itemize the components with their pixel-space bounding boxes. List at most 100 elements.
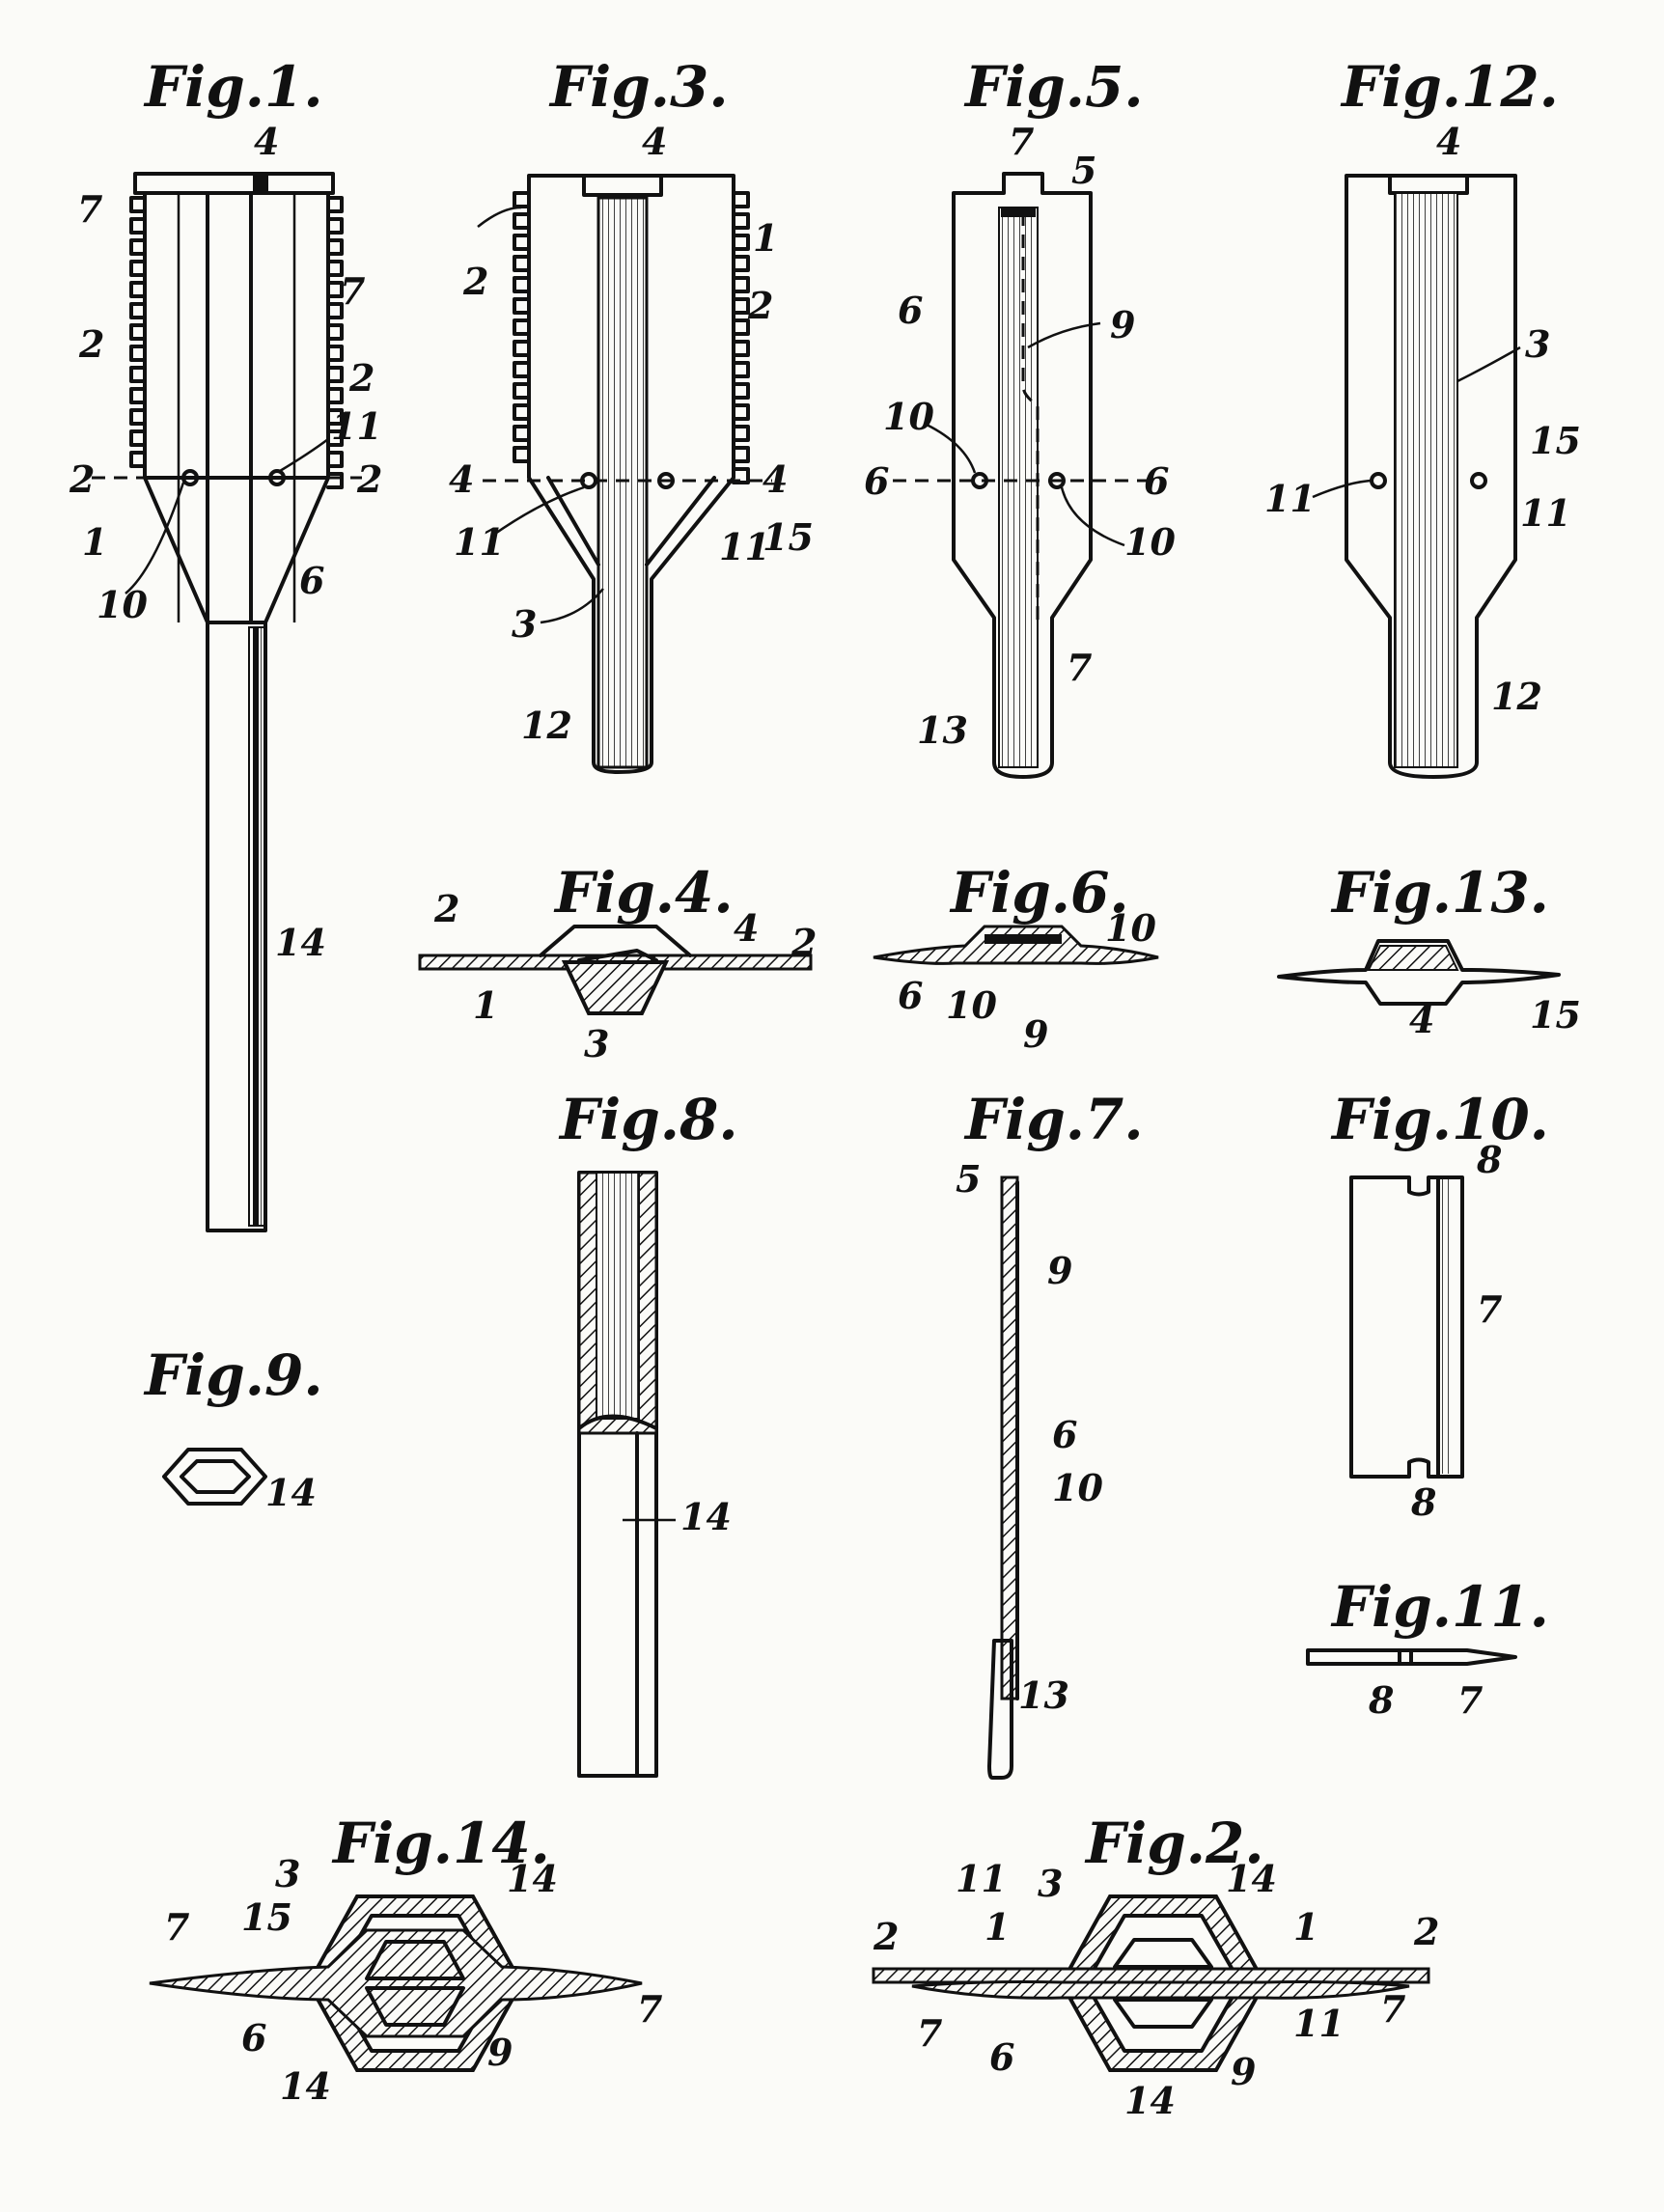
fig3-label-4: 4	[642, 120, 667, 163]
fig10-label-8b: 8	[1410, 1480, 1436, 1524]
fig6-label-9: 9	[1023, 1012, 1048, 1056]
fig7-label-9: 9	[1047, 1249, 1072, 1292]
fig6-title: Fig.6.	[949, 860, 1129, 926]
figure-10: Fig.10. 8 7 8	[1330, 1087, 1549, 1524]
fig13-title: Fig.13.	[1330, 860, 1549, 926]
fig13-label-15: 15	[1530, 993, 1581, 1037]
figure-14: Fig.14. 3 14 15 7 7 6 9 14	[150, 1811, 662, 2108]
fig3-label-15: 15	[763, 515, 814, 559]
fig5-label-5: 5	[1071, 149, 1096, 192]
fig7-title: Fig.7.	[963, 1087, 1144, 1152]
fig2-label-2a: 2	[873, 1915, 899, 1958]
fig14-label-7a: 7	[164, 1905, 189, 1949]
fig3-label-12: 12	[521, 704, 572, 747]
fig4-label-4: 4	[734, 906, 759, 950]
fig12-label-12: 12	[1491, 675, 1542, 718]
fig5-label-10a: 10	[883, 395, 934, 438]
fig13-label-4: 4	[1409, 998, 1434, 1041]
fig1-label-7a: 7	[77, 187, 102, 231]
fig14-label-14b: 14	[280, 2064, 331, 2108]
fig2-label-6: 6	[989, 2035, 1014, 2079]
fig12-title: Fig.12.	[1340, 54, 1559, 120]
fig10-label-7: 7	[1477, 1287, 1502, 1331]
fig1-label-1: 1	[82, 520, 107, 564]
fig1-label-11: 11	[331, 404, 382, 448]
fig1-label-14: 14	[275, 921, 326, 964]
fig9-title: Fig.9.	[143, 1342, 323, 1408]
fig5-label-6a: 6	[864, 459, 889, 503]
fig14-label-9: 9	[487, 2031, 513, 2074]
fig3-label-2a: 2	[462, 260, 488, 303]
figure-3: Fig.3. 4 1 2 2 4 4 11 11 15 3 12	[449, 54, 814, 772]
fig3-label-4a: 4	[449, 457, 474, 501]
fig2-label-7a: 7	[917, 2011, 942, 2055]
figure-9: Fig.9. 14	[143, 1342, 323, 1514]
fig5-label-13: 13	[917, 708, 968, 752]
fig2-label-14b: 14	[1124, 2079, 1176, 2122]
fig8-label-14: 14	[680, 1495, 732, 1538]
fig2-label-7b: 7	[1380, 1987, 1405, 2031]
fig9-label-14: 14	[265, 1471, 317, 1514]
figure-11: Fig.11. 8 7	[1308, 1574, 1549, 1722]
fig5-label-6: 6	[898, 289, 923, 332]
fig4-label-2b: 2	[790, 921, 817, 964]
fig1-label-2d: 2	[356, 457, 382, 501]
figure-13: Fig.13. 4 15	[1279, 860, 1581, 1041]
fig14-label-14a: 14	[507, 1857, 558, 1900]
fig7-label-6: 6	[1052, 1413, 1077, 1456]
fig2-label-3: 3	[1038, 1862, 1063, 1905]
fig10-label-8a: 8	[1476, 1138, 1502, 1181]
fig12-label-15: 15	[1530, 419, 1581, 462]
fig2-label-2b: 2	[1413, 1910, 1439, 1953]
fig1-label-4: 4	[254, 120, 279, 163]
fig2-label-1a: 1	[985, 1905, 1010, 1949]
fig10-title: Fig.10.	[1330, 1087, 1549, 1152]
fig2-label-11b: 11	[1293, 2002, 1345, 2045]
fig4-label-1: 1	[473, 983, 498, 1027]
fig14-label-7b: 7	[637, 1987, 662, 2031]
fig11-title: Fig.11.	[1330, 1574, 1549, 1640]
figure-1: Fig.1. 4 7 7 2 2 11 2 2 1 10 6 14	[69, 54, 382, 1230]
fig3-label-1: 1	[753, 216, 778, 260]
fig1-label-10: 10	[97, 583, 148, 626]
fig1-label-7b: 7	[340, 269, 365, 313]
figure-8: Fig.8. 14	[558, 1087, 738, 1776]
fig3-label-2b: 2	[747, 284, 773, 327]
figure-5: Fig.5. 7 5 6 9 10 6 6 10 7 13	[864, 54, 1176, 777]
fig1-title: Fig.1.	[143, 54, 323, 120]
fig2-label-14a: 14	[1226, 1857, 1277, 1900]
fig1-label-2c: 2	[69, 457, 95, 501]
fig3-title: Fig.3.	[548, 54, 729, 120]
fig6-label-10a: 10	[1105, 906, 1156, 950]
fig3-label-11a: 11	[454, 520, 505, 564]
fig5-label-9: 9	[1110, 303, 1135, 346]
fig14-label-3: 3	[275, 1852, 300, 1895]
fig12-label-11a: 11	[1264, 477, 1316, 520]
fig11-label-8: 8	[1368, 1678, 1394, 1722]
fig4-label-3: 3	[584, 1022, 609, 1065]
fig6-label-10b: 10	[946, 983, 997, 1027]
fig1-label-2b: 2	[348, 356, 374, 400]
fig5-label-10b: 10	[1124, 520, 1176, 564]
fig1-top-cap	[135, 174, 333, 193]
fig12-label-4: 4	[1436, 120, 1461, 163]
figure-4: Fig.4. 2 4 2 1 3	[420, 860, 817, 1065]
fig4-label-2a: 2	[433, 887, 459, 930]
fig1-label-6: 6	[299, 559, 324, 602]
fig14-label-6: 6	[241, 2016, 266, 2060]
fig8-title: Fig.8.	[558, 1087, 738, 1152]
fig3-label-4b: 4	[763, 457, 788, 501]
fig2-label-1b: 1	[1293, 1905, 1318, 1949]
fig2-label-11a: 11	[956, 1857, 1007, 1900]
figure-12: Fig.12. 4 3 15 11 11 12	[1264, 54, 1581, 777]
fig14-label-15: 15	[241, 1895, 292, 1939]
fig7-label-13: 13	[1018, 1673, 1069, 1717]
fig5-title: Fig.5.	[963, 54, 1144, 120]
fig12-label-3: 3	[1525, 322, 1550, 366]
figure-7: Fig.7. 5 9 6 10 13	[956, 1087, 1144, 1778]
fig2-label-9: 9	[1231, 2050, 1256, 2093]
figure-2: Fig.2. 11 3 14 1 2 2 1 7 6 9 11 7 14	[873, 1811, 1439, 2122]
fig5-label-6b: 6	[1144, 459, 1169, 503]
figure-6: Fig.6. 10 6 10 9	[874, 860, 1158, 1056]
